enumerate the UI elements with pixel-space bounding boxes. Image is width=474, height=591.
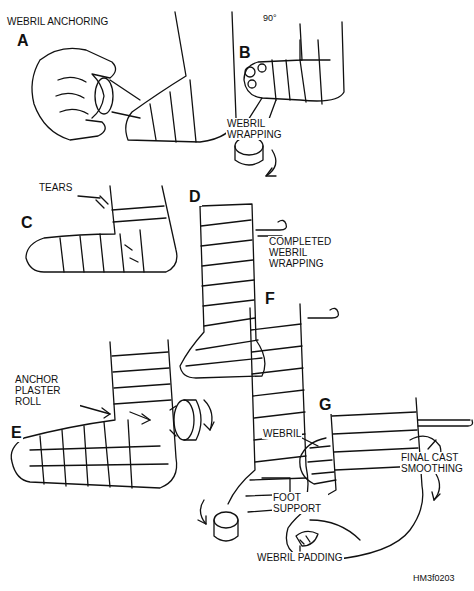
panel-letter: D xyxy=(188,188,202,206)
callout-label: WEBRIL xyxy=(262,428,302,439)
callout-label: ANCHOR PLASTER ROLL xyxy=(14,374,80,407)
panel-b-drawing xyxy=(235,22,344,176)
panel-g-drawing xyxy=(286,398,472,560)
panel-letter: B xyxy=(238,44,252,62)
callout-label: FOOT SUPPORT xyxy=(272,492,328,514)
panel-letter: G xyxy=(318,396,332,414)
panel-e-drawing xyxy=(11,340,214,488)
callout-label: WEBRIL ANCHORING xyxy=(6,16,109,27)
callout-label: TEARS xyxy=(38,182,73,193)
panel-c-drawing xyxy=(26,186,177,272)
callout-label: 90° xyxy=(262,14,278,24)
panel-letter: E xyxy=(10,424,23,442)
callout-label: COMPLETED WEBRIL WRAPPING xyxy=(268,236,346,269)
leader-lines xyxy=(60,196,436,551)
panel-letter: A xyxy=(16,32,30,50)
callout-label: WEBRIL PADDING xyxy=(256,552,344,563)
panel-letter: C xyxy=(20,214,34,232)
callout-label: FINAL CAST SMOOTHING xyxy=(400,452,470,474)
panel-letter: F xyxy=(264,290,276,308)
callout-label: HM3f0203 xyxy=(412,574,456,584)
panel-a-drawing xyxy=(32,12,236,142)
panel-d-drawing xyxy=(180,204,286,378)
panel-f-drawing xyxy=(198,304,338,541)
callout-label: WEBRIL WRAPPING xyxy=(226,118,292,140)
